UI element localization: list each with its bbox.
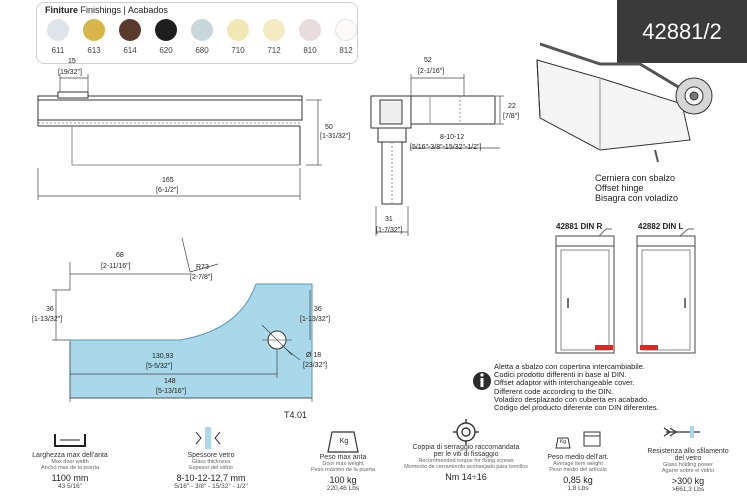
hinge-description: Cerniera con sbalzo Offset hinge Bisagra… — [595, 173, 678, 203]
door-width-icon — [54, 434, 86, 447]
torque-icon — [453, 419, 479, 445]
weight-icon — [327, 431, 359, 453]
finish-swatch — [335, 19, 357, 41]
note-line: Offset adaptor with interchangeable cove… — [494, 378, 635, 388]
spec-glass-holding: Resistenza allo sfilamento del vetro Gla… — [647, 448, 729, 493]
dim-165-inch: [6-1/2"] — [156, 187, 179, 194]
finish-swatch — [155, 19, 177, 41]
note-line: Different code according to the DIN. — [494, 386, 614, 396]
dim-36-right-inch: [1-13/32"] — [300, 316, 331, 323]
spec-item-weight: Peso medio dell'art. Average item weight… — [547, 454, 609, 492]
product-code: 42881/2 — [617, 0, 747, 63]
dim-22-inch: [7/8"] — [503, 113, 520, 120]
kg-label-small: Kg — [559, 439, 567, 445]
dim-68-inch: [2-11/16"] — [101, 263, 131, 270]
hinge-3d-illustration — [536, 42, 713, 163]
dim-15: 15 — [68, 58, 76, 65]
dim-148: 148 — [164, 378, 176, 385]
notes-block: Aletta a sbalzo con copertina intercambi… — [494, 362, 744, 413]
door-diagram-right — [555, 228, 615, 354]
door-right-title: 42881 DIN R — [556, 222, 603, 231]
hinge-side-view — [37, 91, 303, 166]
finish-swatch — [119, 19, 141, 41]
finish-code: 680 — [195, 46, 209, 55]
template-code: T4.01 — [284, 410, 308, 420]
kg-label: Kg — [339, 438, 349, 445]
dim-130-inch: [5-5/32"] — [146, 363, 173, 370]
dim-glass-range-inch: [5/16"-3/8"-15/32"-1/2"] — [410, 144, 482, 151]
dim-52: 52 — [424, 57, 432, 64]
hinge-name-it: Cerniera con sbalzo — [595, 173, 676, 183]
finish-code: 812 — [339, 46, 353, 55]
dim-r73-inch: [2-7/8"] — [190, 274, 213, 281]
spec-torque: Coppia di serraggio raccomandata per le … — [404, 444, 528, 482]
finish-code: 613 — [87, 46, 101, 55]
spec-door-max-weight: Peso max anta Door max weight Peso máxim… — [311, 454, 375, 492]
note-line: Codici prodotto differenti in base al DI… — [494, 370, 627, 380]
glass-thickness-icon — [195, 427, 221, 449]
finishes-panel: Finiture Finishings | Acabados 611 613 614… — [36, 2, 358, 64]
dim-36-right: 36 — [314, 306, 322, 313]
finish-code: 614 — [123, 46, 137, 55]
item-weight-icon — [555, 431, 601, 449]
dim-130: 130,93 — [152, 353, 174, 360]
door-left-title: 42882 DIN L — [638, 222, 684, 231]
note-line: Aletta a sbalzo con copertina intercambi… — [494, 362, 645, 371]
dim-dia18-inch: [23/32"] — [303, 362, 327, 369]
dim-dia18: Ø 18 — [306, 352, 322, 359]
note-line: Codigo del producto diferente con DIN di… — [494, 403, 659, 413]
hinge-name-en: Offset hinge — [595, 183, 644, 193]
finish-swatch — [191, 19, 213, 41]
glass-holding-icon — [663, 426, 700, 438]
note-line: Voladizo desplazado con cubierta en acab… — [494, 394, 650, 404]
finish-code: 710 — [231, 46, 245, 55]
door-diagram-left — [636, 228, 696, 354]
finish-swatch — [227, 19, 249, 41]
dim-r73: R73 — [196, 264, 209, 271]
dim-36-left: 36 — [46, 306, 54, 313]
finish-swatch — [47, 19, 69, 41]
finishes-title: Finiture Finishings | Acabados — [45, 5, 168, 15]
finish-swatch — [83, 19, 105, 41]
dim-165: 165 — [162, 177, 174, 184]
spec-glass-thickness: Spessore vetro Glass thickness Espesor d… — [174, 452, 248, 490]
dim-22: 22 — [508, 103, 516, 110]
glass-cut-template — [69, 237, 313, 399]
dim-50-inch: [1-31/32"] — [320, 133, 351, 140]
dim-31-inch: [1-7/32"] — [376, 227, 403, 234]
finish-swatch — [299, 19, 321, 41]
dim-50: 50 — [325, 124, 333, 131]
dim-68: 68 — [116, 252, 124, 259]
finish-code: 620 — [159, 46, 173, 55]
dim-52-inch: [2-1/16"] — [418, 68, 445, 75]
dim-31: 31 — [385, 216, 393, 223]
finish-swatch — [263, 19, 285, 41]
spec-door-width: Larghezza max dell'anta Max door width A… — [32, 452, 108, 490]
dim-glass-range: 8-10-12 — [440, 134, 465, 141]
finish-code: 712 — [267, 46, 281, 55]
hinge-front-view — [370, 95, 496, 205]
dim-148-inch: [5-13/16"] — [156, 388, 187, 395]
info-icon — [473, 372, 491, 390]
dim-15-inch: [19/32"] — [58, 69, 82, 76]
hinge-name-es: Bisagra con voladizo — [595, 193, 679, 203]
finish-code: 810 — [303, 46, 317, 55]
dim-36-left-inch: [1-13/32"] — [32, 316, 63, 323]
finish-code: 611 — [51, 46, 65, 55]
